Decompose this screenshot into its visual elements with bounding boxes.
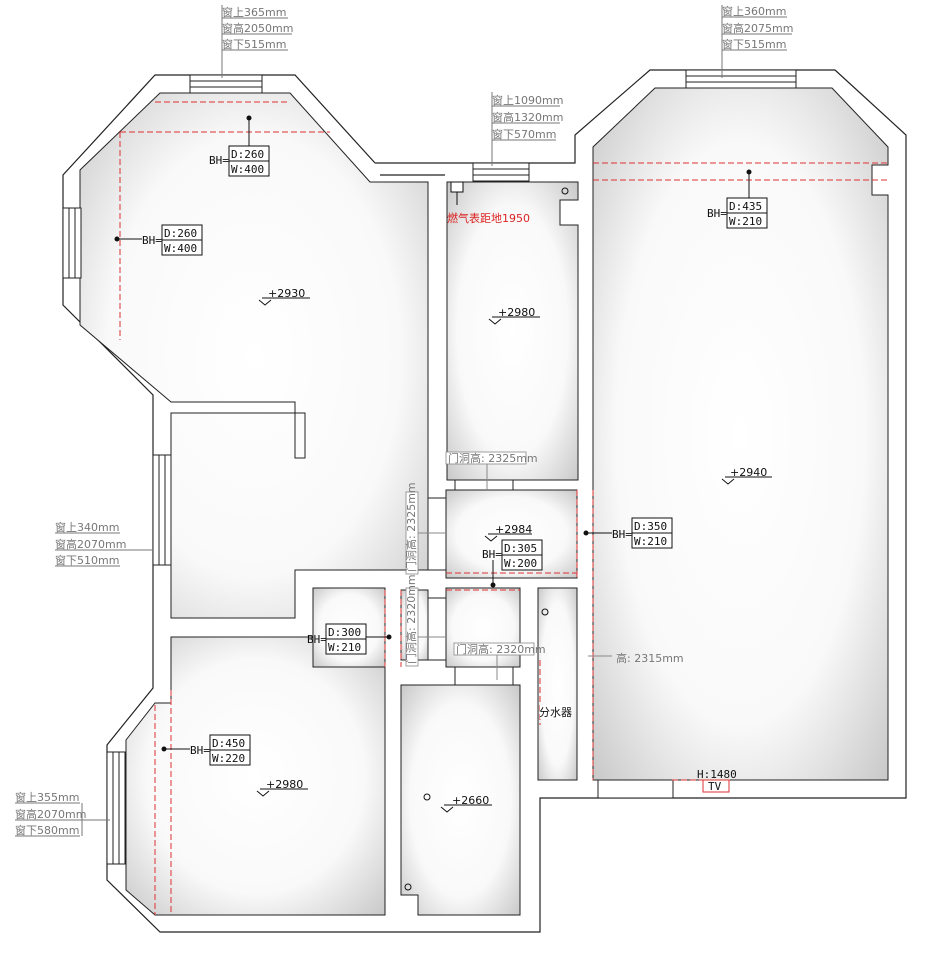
- level-markers: +2930 +2980 +2940 +2984 +2980 +2660: [256, 287, 772, 813]
- level-value: +2940: [730, 466, 767, 479]
- level-value: +2984: [495, 523, 532, 536]
- socket-tag: BH= D:300 W:210: [307, 623, 392, 655]
- window-above: 窗上355mm: [15, 790, 79, 804]
- door-label: 门洞高: 2325mm: [404, 482, 446, 575]
- socket-tag: BH= D:450 W:220: [161, 734, 251, 766]
- window-above: 窗上365mm: [222, 5, 286, 19]
- door-height-text: 高: 2315mm: [616, 651, 684, 665]
- window-label-left-middle: 窗上340mm 窗高2070mm 窗下510mm: [55, 520, 152, 567]
- window-label-top-left: 窗上365mm 窗高2050mm 窗下515mm: [221, 5, 293, 78]
- socket-depth: D:350: [634, 520, 667, 533]
- room-bathroom: [400, 684, 521, 916]
- level-value: +2660: [452, 794, 489, 807]
- water-distributor: 分水器: [539, 705, 572, 719]
- tv-label: TV: [708, 780, 722, 793]
- bh-label: BH=: [190, 744, 210, 757]
- fixtures: 燃气表距地1950 分水器 H:1480 TV: [404, 181, 737, 891]
- socket-tag: BH= D:260 W:400: [114, 224, 203, 256]
- room-top-left: [79, 92, 429, 619]
- windows-glazing: [62, 69, 797, 865]
- door-label: 门洞高: 2325mm: [445, 451, 538, 490]
- socket-tag: BH= D:260 W:400: [209, 115, 270, 177]
- room-utility: [537, 587, 578, 781]
- socket-width: W:210: [328, 641, 361, 654]
- socket-tags: BH= D:260 W:400 BH= D:260 W:400 BH= D:43…: [114, 115, 768, 766]
- red-dashed-lines: [119, 101, 888, 915]
- window-below: 窗下580mm: [15, 823, 79, 837]
- socket-width: W:200: [504, 557, 537, 570]
- window-below: 窗下510mm: [55, 553, 119, 567]
- outer-walls: [62, 69, 907, 933]
- tv-height-label: H:1480: [697, 768, 737, 781]
- level-marker: +2980: [488, 306, 540, 325]
- tv-marker: H:1480 TV: [697, 768, 737, 793]
- drain-icon: [404, 187, 569, 891]
- door-labels: 门洞高: 2325mm 门洞高: 2325mm 门洞高: 2320mm 门洞高:…: [404, 451, 684, 680]
- socket-tag: BH= D:305 W:200: [482, 539, 543, 588]
- window-label-top-right: 窗上360mm 窗高2075mm 窗下515mm: [721, 4, 793, 78]
- room-living: [592, 87, 889, 781]
- door-label: 门洞高: 2320mm: [453, 642, 546, 680]
- socket-depth: D:305: [504, 542, 537, 555]
- socket-width: W:400: [231, 163, 264, 176]
- bh-label: BH=: [482, 548, 502, 561]
- window-above: 窗上340mm: [55, 520, 119, 534]
- socket-width: W:400: [164, 242, 197, 255]
- socket-tag: BH= D:350 W:210: [583, 517, 673, 549]
- level-value: +2930: [268, 287, 305, 300]
- level-marker: +2940: [721, 466, 772, 485]
- socket-width: W:220: [212, 752, 245, 765]
- room-bottom-left: [125, 636, 386, 916]
- room-kitchen: [446, 181, 579, 481]
- socket-depth: D:450: [212, 737, 245, 750]
- gas-meter-icon: [450, 181, 464, 205]
- window-above: 窗上1090mm: [492, 93, 563, 107]
- window-below: 窗下515mm: [222, 37, 286, 51]
- socket-depth: D:260: [164, 227, 197, 240]
- level-value: +2980: [498, 306, 535, 319]
- socket-depth: D:435: [729, 200, 762, 213]
- window-height: 窗高1320mm: [492, 110, 563, 124]
- level-value: +2980: [266, 778, 303, 791]
- bh-label: BH=: [142, 234, 162, 247]
- socket-depth: D:300: [328, 626, 361, 639]
- window-above: 窗上360mm: [722, 4, 786, 18]
- door-height-text: 门洞高: 2325mm: [404, 482, 418, 572]
- socket-width: W:210: [634, 535, 667, 548]
- bh-label: BH=: [209, 154, 229, 167]
- window-height: 窗高2070mm: [15, 807, 86, 821]
- window-label-bottom-left: 窗上355mm 窗高2070mm 窗下580mm: [15, 790, 110, 837]
- window-below: 窗下570mm: [492, 127, 556, 141]
- door-height-text: 门洞高: 2320mm: [456, 642, 546, 656]
- window-height: 窗高2075mm: [722, 21, 793, 35]
- bh-label: BH=: [612, 528, 632, 541]
- level-marker: +2984: [484, 523, 532, 542]
- level-marker: +2980: [256, 778, 308, 797]
- level-marker: +2660: [440, 794, 492, 813]
- door-height-text: 门洞高: 2325mm: [448, 451, 538, 465]
- socket-width: W:210: [729, 215, 762, 228]
- wall-details: [427, 479, 674, 799]
- bh-label: BH=: [307, 633, 327, 646]
- window-labels: 窗上365mm 窗高2050mm 窗下515mm 窗上1090mm 窗高1320…: [15, 4, 793, 837]
- door-label: 高: 2315mm: [588, 651, 684, 665]
- bh-label: BH=: [707, 207, 727, 220]
- socket-depth: D:260: [231, 148, 264, 161]
- window-label-top-middle: 窗上1090mm 窗高1320mm 窗下570mm: [491, 92, 563, 166]
- door-label: 门洞高: 2320mm: [404, 574, 446, 667]
- gas-meter-note: 燃气表距地1950: [447, 211, 530, 225]
- water-distributor-label: 分水器: [539, 706, 572, 719]
- socket-tag: BH= D:435 W:210: [707, 169, 768, 229]
- window-height: 窗高2050mm: [222, 21, 293, 35]
- window-below: 窗下515mm: [722, 37, 786, 51]
- level-marker: +2930: [258, 287, 310, 306]
- door-height-text: 门洞高: 2320mm: [404, 574, 418, 664]
- window-height: 窗高2070mm: [55, 537, 126, 551]
